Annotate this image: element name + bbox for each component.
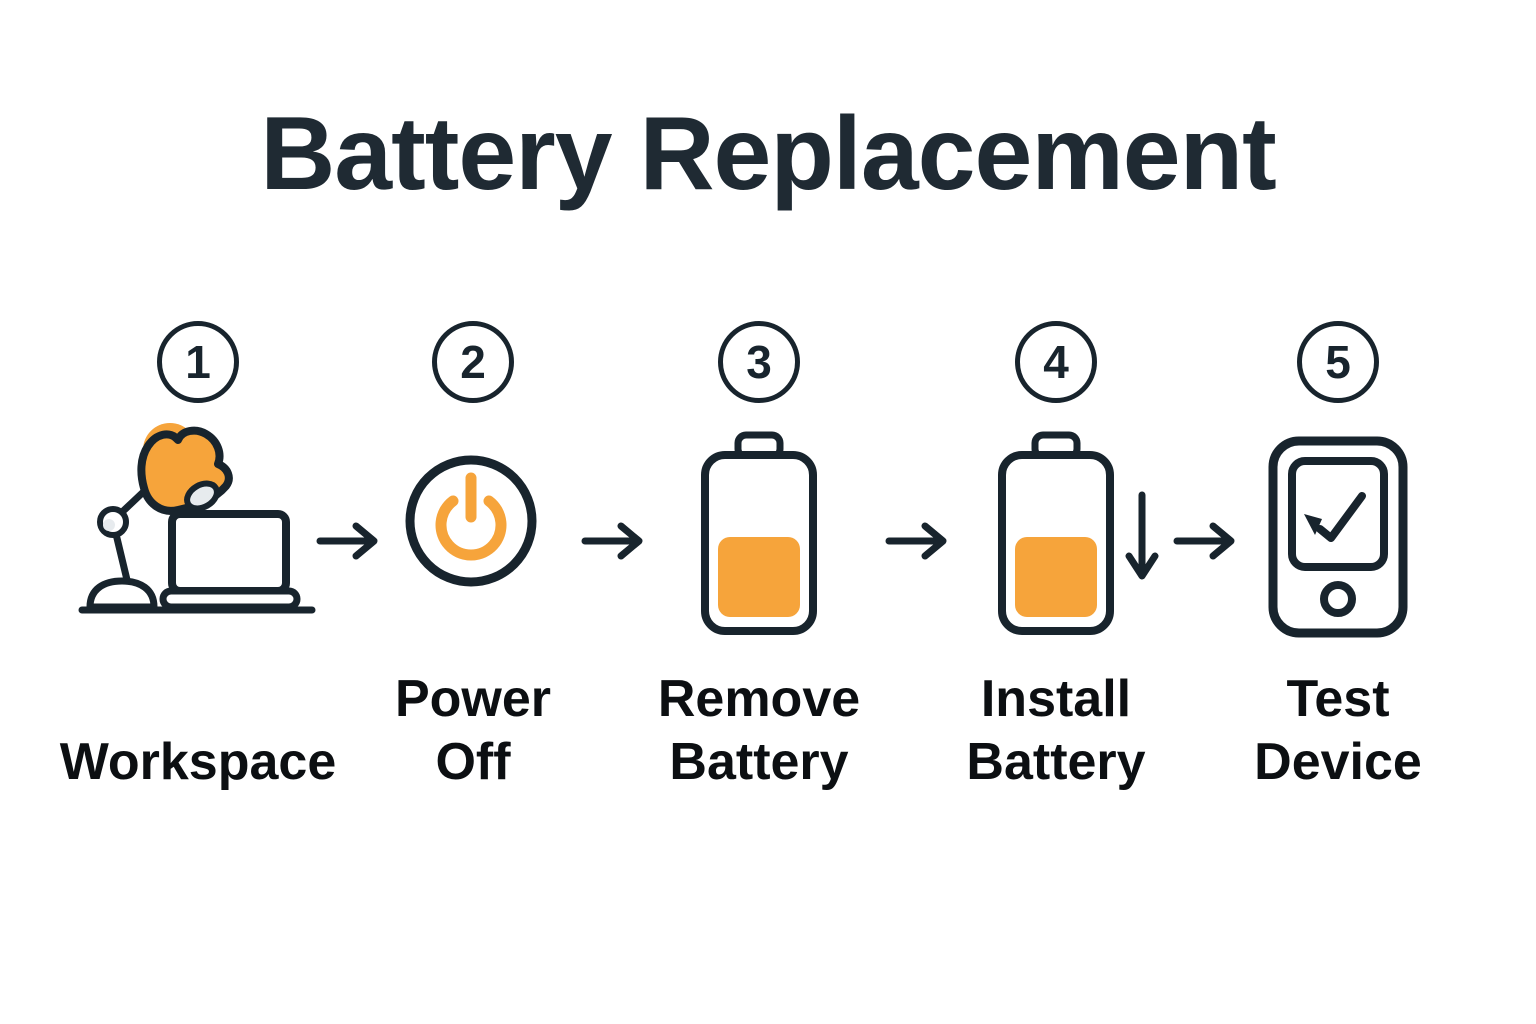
step-4-label-line1: Install <box>980 670 1132 728</box>
step-4-number-badge: 4 <box>1015 321 1097 403</box>
step-3-label-line1: Remove <box>657 670 861 728</box>
step-1-label-line: Workspace <box>59 733 337 791</box>
arrow-right-icon <box>581 522 643 560</box>
step-5-label-line2: Device <box>1254 733 1422 791</box>
battery-half-icon <box>701 431 817 635</box>
step-3-number: 3 <box>746 336 772 388</box>
step-1-number-badge: 1 <box>157 321 239 403</box>
step-4-label-line2: Battery <box>966 733 1146 791</box>
arrow-right-icon <box>316 522 378 560</box>
arrow-right-icon <box>885 522 947 560</box>
step-2-number: 2 <box>460 336 486 388</box>
step-5-label-line1: Test <box>1286 670 1390 728</box>
phone-check-icon <box>1268 436 1408 638</box>
step-3-label-line2: Battery <box>669 733 849 791</box>
step-3-label: Remove Battery <box>599 668 919 794</box>
step-1-label: Workspace <box>38 668 358 794</box>
arrow-down-icon <box>1125 491 1159 580</box>
step-2-label: Power Off <box>313 668 633 794</box>
battery-half-icon <box>998 431 1114 635</box>
step-5-number: 5 <box>1325 336 1351 388</box>
page-title: Battery Replacement <box>260 96 1277 212</box>
arrow-right-icon <box>1173 522 1235 560</box>
step-4-number: 4 <box>1043 336 1069 388</box>
step-5-label: Test Device <box>1178 668 1498 794</box>
step-2-label-line1: Power <box>394 670 552 728</box>
step-2-number-badge: 2 <box>432 321 514 403</box>
step-3-number-badge: 3 <box>718 321 800 403</box>
step-5-number-badge: 5 <box>1297 321 1379 403</box>
step-4-label: Install Battery <box>896 668 1216 794</box>
workspace-lamp-laptop-icon <box>78 423 316 614</box>
step-2-label-line2: Off <box>435 733 511 791</box>
power-button-icon <box>405 455 537 587</box>
step-1-number: 1 <box>185 336 211 388</box>
